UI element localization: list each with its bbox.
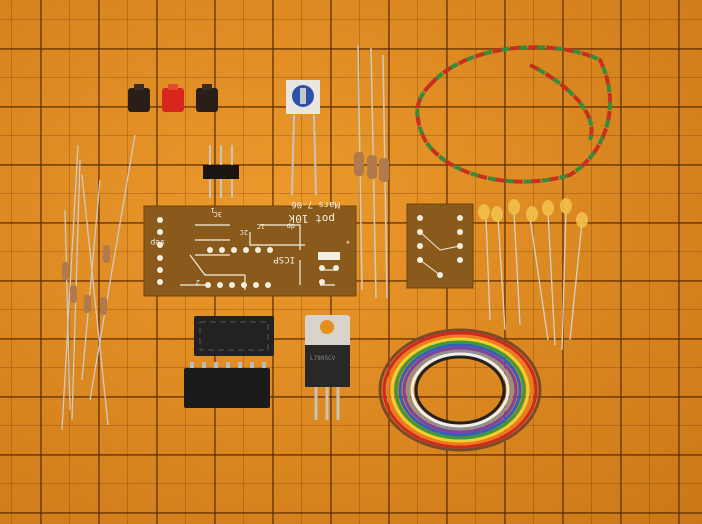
pcb-label-icsp: ICSP — [273, 254, 295, 264]
regulator-marking: L7805CV — [310, 355, 336, 362]
trimmer-potentiometer — [286, 80, 320, 196]
pcb-label-pin2: 2 — [196, 278, 200, 286]
pcb-label-1c: 1C — [257, 222, 265, 230]
leds — [478, 198, 588, 351]
pcb-label-3c: 3C — [214, 210, 222, 218]
twisted-wire-pair — [415, 45, 612, 184]
voltage-regulator: L7805CV — [305, 315, 350, 420]
ribbon-cable — [378, 328, 542, 452]
pin-header — [203, 145, 239, 198]
pcb-label-2c: 2C — [240, 228, 248, 236]
ic-socket — [194, 316, 274, 356]
pcb-label-pot: pot 10k — [288, 212, 335, 225]
jumper-red — [162, 84, 184, 112]
resistors-vertical — [354, 44, 389, 299]
led-pcb — [406, 203, 474, 289]
pcb-label-date: Mars 7-06 — [291, 199, 340, 209]
resistors-loose — [61, 134, 136, 431]
pcb-label-pin1: 1 — [211, 206, 215, 214]
pcb-label-dp: dp — [287, 222, 295, 230]
jumper-black-right — [196, 84, 218, 112]
pcb-label-plus: + — [346, 238, 350, 246]
pcb-label-sep: sep — [150, 238, 165, 247]
main-pcb: Mars 7-06 pot 10k + dp 1C 2C 3C ICSP sep… — [143, 199, 357, 297]
ic-chip — [184, 362, 270, 408]
jumper-black-left — [128, 84, 150, 112]
